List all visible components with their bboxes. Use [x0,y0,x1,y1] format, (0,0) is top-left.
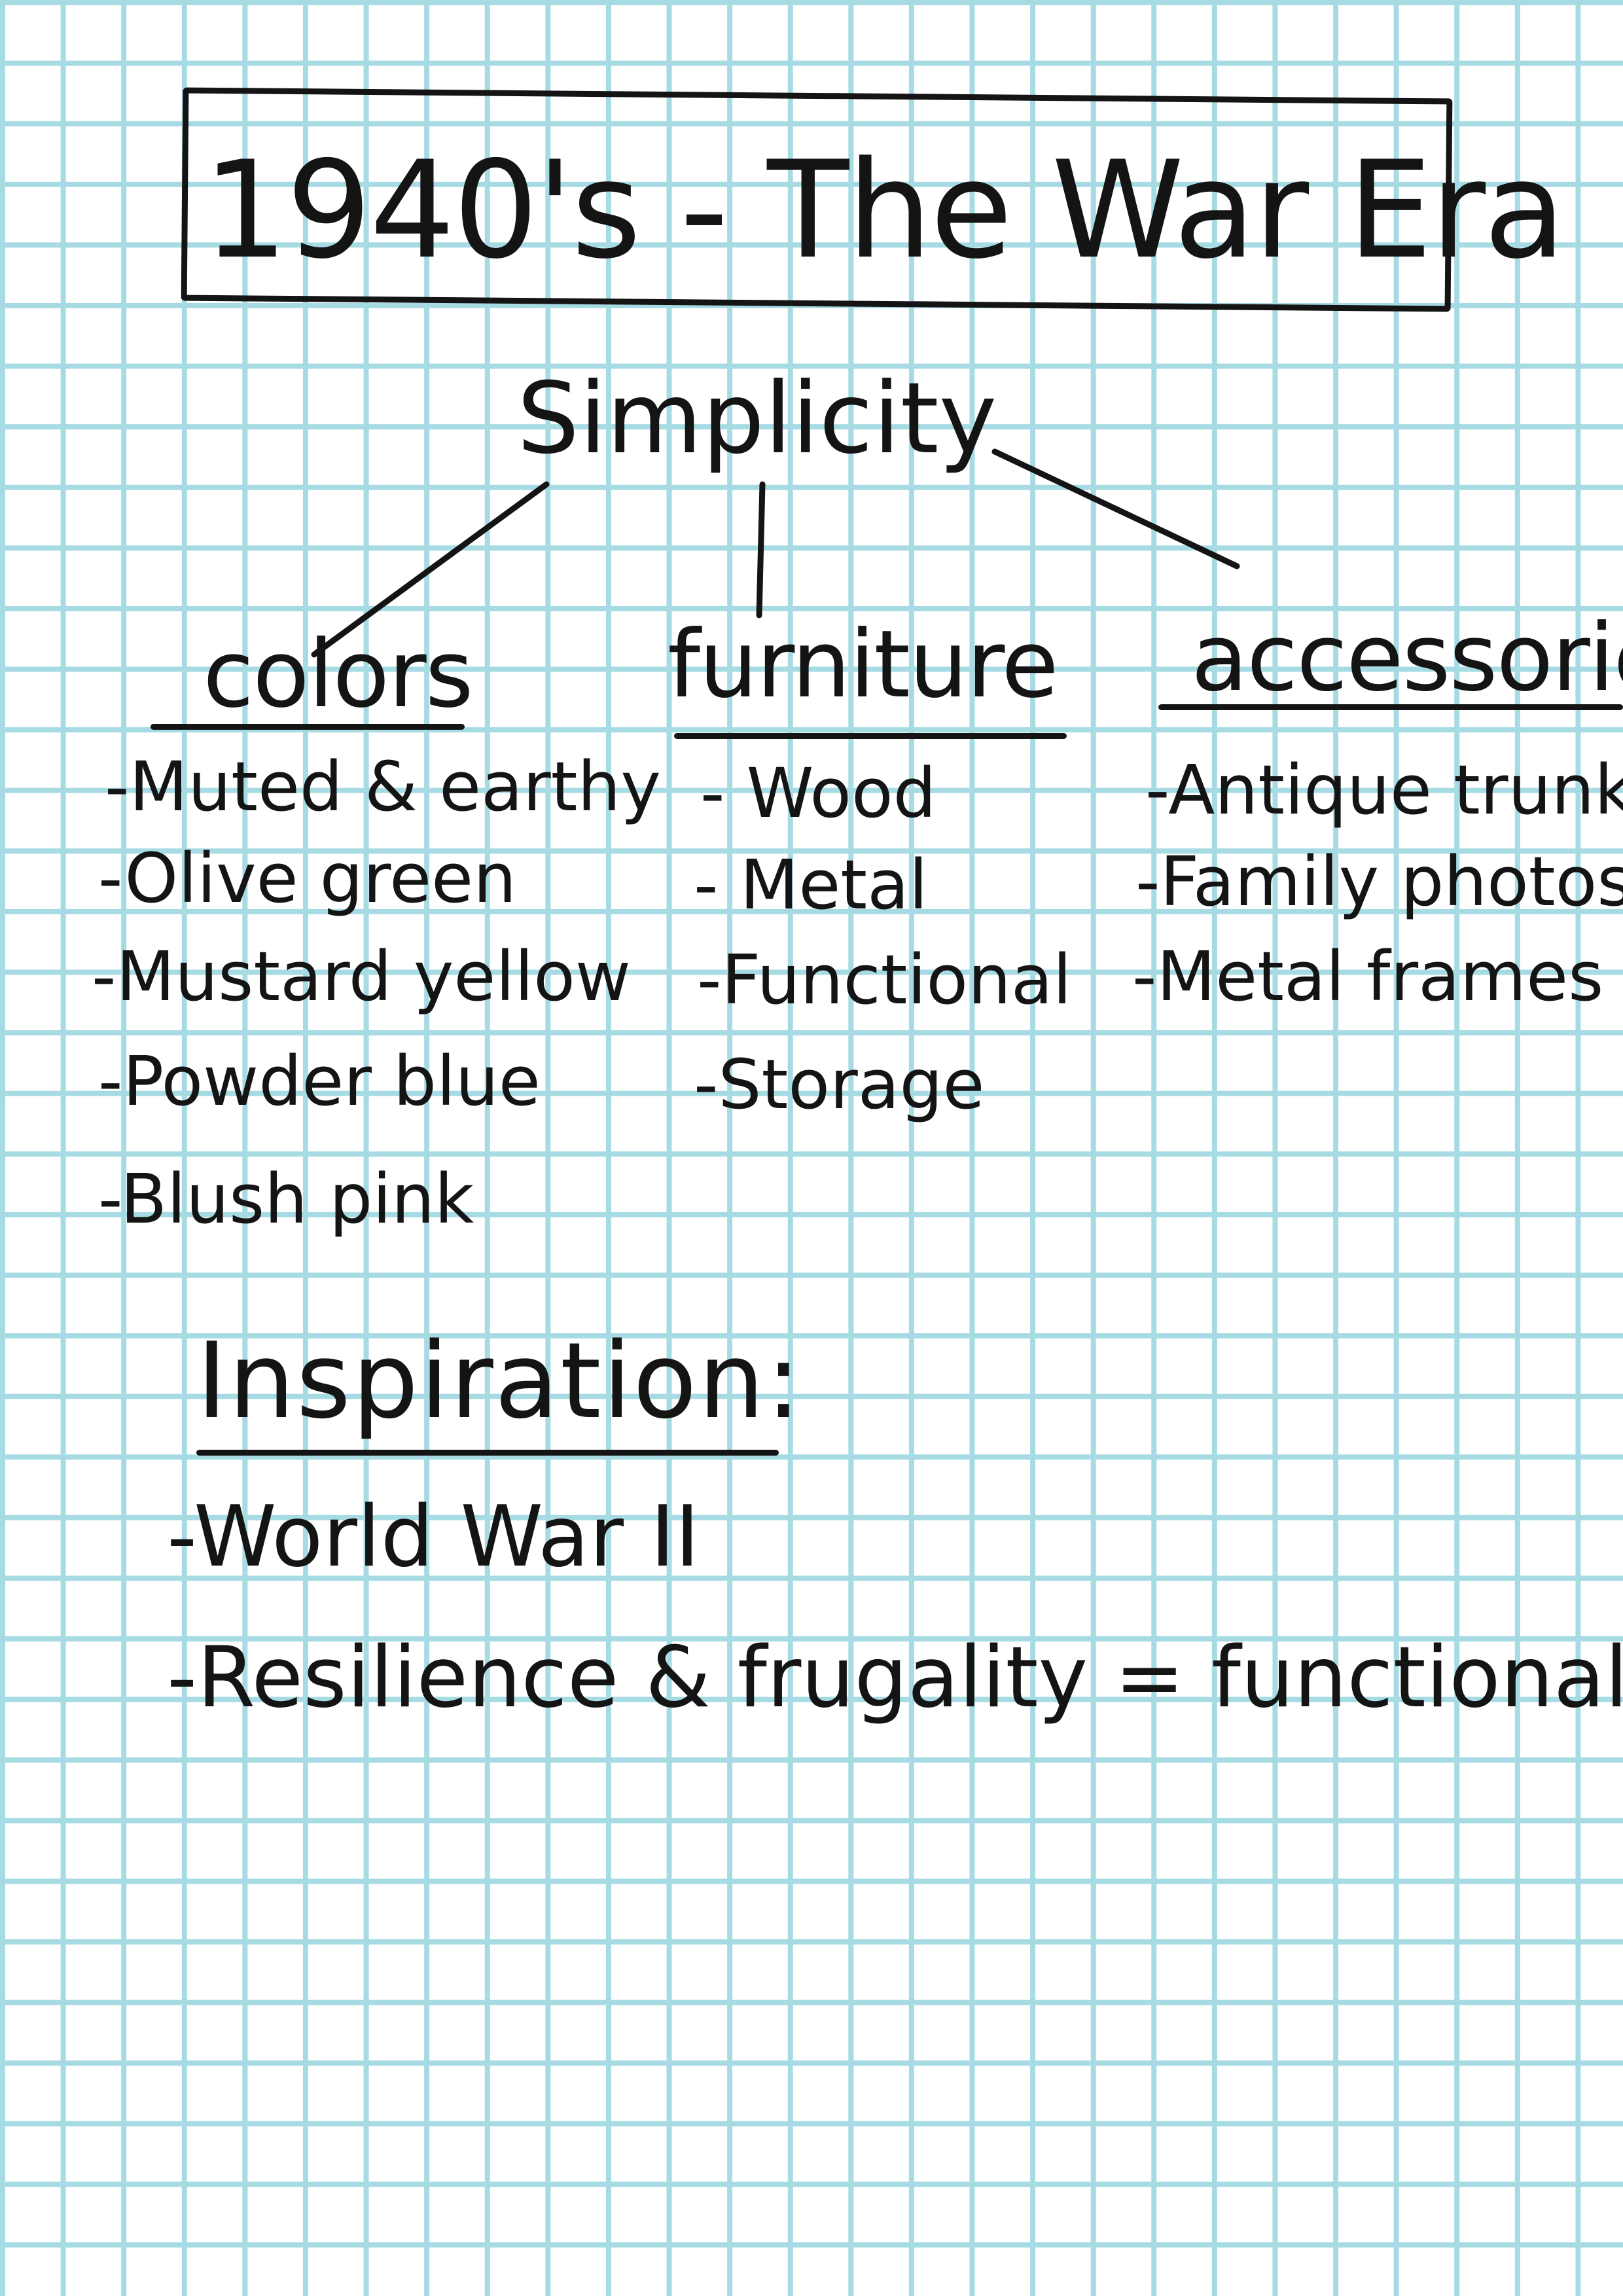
colors-item: -Powder blue [98,1041,541,1121]
mind-map-root: Simplicity [517,362,997,476]
accessories-item: -Family photos [1135,842,1623,922]
branch-heading-colors: colors [203,620,474,728]
colors-item: -Olive green [98,838,517,918]
colors-item: -Mustard yellow [92,937,631,1016]
accessories-item: -Antique trunks [1145,750,1623,830]
furniture-item: -Storage [694,1045,985,1124]
inspiration-heading: Inspiration: [196,1319,803,1442]
colors-item: -Blush pink [98,1159,474,1239]
connector-accessories [991,448,1240,569]
branch-heading-furniture: furniture [668,611,1059,719]
branch-heading-accessories: accessories [1191,604,1623,712]
page-title: 1940's - The War Era [203,133,1566,289]
inspiration-item: -Resilience & frugality = functionality [167,1629,1623,1727]
furniture-item: -Functional [697,940,1072,1020]
inspiration-item: -World War II [167,1488,700,1586]
underline-colors [151,724,465,730]
connector-furniture [756,481,766,619]
underline-accessories [1158,704,1623,710]
furniture-item: - Metal [694,845,928,925]
underline-furniture [674,733,1067,739]
furniture-item: - Wood [700,753,936,833]
connector-colors [311,481,550,658]
underline-inspiration [196,1450,779,1456]
colors-item: -Muted & earthy [105,747,661,827]
accessories-item: -Metal frames [1132,937,1604,1016]
